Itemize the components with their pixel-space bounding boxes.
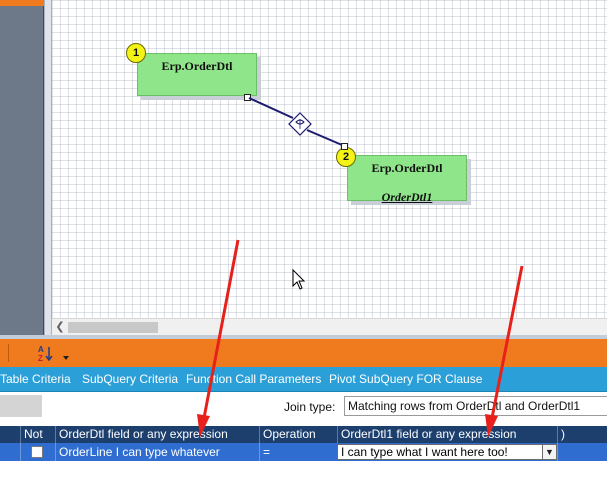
close-paren-cell[interactable] (557, 443, 607, 461)
scrollbar-thumb[interactable] (68, 322, 158, 333)
table-node-orderdtl1[interactable]: Erp.OrderDtl OrderDtl1 (347, 155, 467, 204)
table-number-badge: 2 (336, 147, 356, 167)
column-header-left-field[interactable]: OrderDtl field or any expression (55, 426, 259, 443)
join-type-select[interactable]: Matching rows from OrderDtl and OrderDtl… (344, 396, 607, 416)
diagram-horizontal-scrollbar[interactable]: ❮ (52, 318, 607, 335)
panel-splitter[interactable] (44, 0, 52, 335)
tab-subquery-criteria[interactable]: SubQuery Criteria (82, 372, 179, 386)
join-endpoint-handle[interactable] (244, 94, 251, 101)
criteria-grid-empty-area (0, 461, 607, 479)
table-node-orderdtl[interactable]: Erp.OrderDtl (137, 53, 257, 96)
criteria-tab-strip: Table Criteria SubQuery Criteria Functio… (0, 367, 607, 392)
table-node-title: Erp.OrderDtl (161, 59, 233, 73)
svg-text:A: A (38, 345, 44, 354)
chevron-down-icon[interactable]: ▼ (543, 444, 557, 460)
criteria-grid-header: Not OrderDtl field or any expression Ope… (0, 426, 607, 443)
left-panel-header-bar (0, 0, 44, 6)
left-panel-body (0, 6, 44, 335)
tab-function-call-parameters[interactable]: Function Call Parameters (186, 372, 322, 386)
table-row[interactable]: OrderLine I can type whatever = I can ty… (0, 443, 607, 461)
left-panel (0, 0, 52, 335)
sort-button[interactable]: A Z (36, 344, 72, 363)
join-endpoint-handle[interactable] (341, 143, 348, 150)
table-node-title: Erp.OrderDtl (371, 161, 443, 175)
tab-pivot-subquery-for-clause[interactable]: Pivot SubQuery FOR Clause (329, 372, 483, 386)
column-header-close-paren[interactable]: ) (557, 426, 607, 443)
left-field-cell[interactable]: OrderLine I can type whatever (55, 443, 259, 461)
column-header-not[interactable]: Not (20, 426, 55, 443)
column-header-operation[interactable]: Operation (259, 426, 337, 443)
join-settings-row: Join type: Matching rows from OrderDtl a… (0, 392, 607, 422)
table-node-alias: OrderDtl1 (381, 190, 433, 204)
splitter-bar[interactable] (0, 335, 607, 339)
sort-az-icon: A Z (38, 345, 69, 363)
diagram-canvas[interactable]: Erp.OrderDtl 1 Erp.OrderDtl OrderDtl1 2 (52, 0, 607, 318)
table-number-badge: 1 (126, 43, 146, 63)
right-field-input[interactable]: I can type what I want here too! (337, 444, 543, 460)
join-type-label: Join type: (284, 400, 336, 414)
svg-text:Z: Z (38, 354, 43, 362)
tab-table-criteria[interactable]: Table Criteria (0, 372, 71, 386)
column-header-right-field[interactable]: OrderDtl1 field or any expression (337, 426, 557, 443)
scroll-left-icon[interactable]: ❮ (55, 321, 65, 333)
join-options-panel (0, 395, 42, 417)
criteria-toolbar: A Z (0, 339, 607, 367)
operation-cell[interactable]: = (259, 443, 337, 461)
toolbar-separator (8, 344, 9, 362)
row-selector[interactable] (0, 443, 20, 461)
not-cell[interactable] (20, 443, 55, 461)
not-checkbox[interactable] (31, 446, 43, 458)
